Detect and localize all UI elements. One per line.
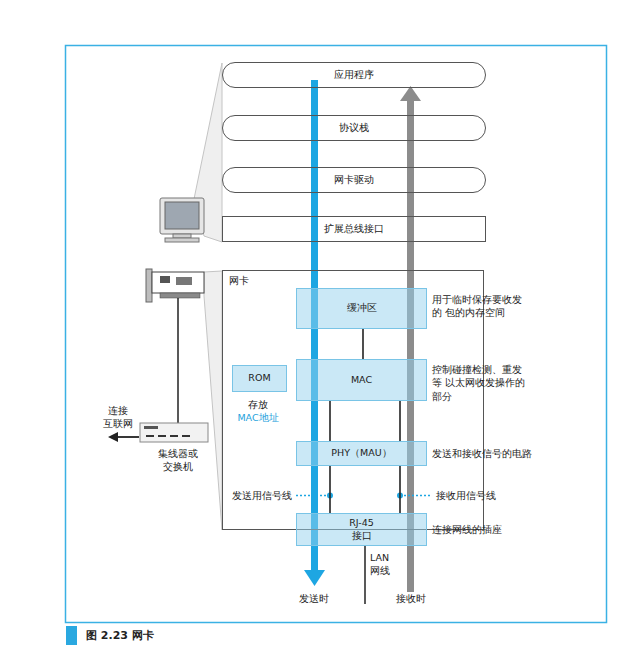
zoom-fan xyxy=(204,271,222,530)
signal-wire xyxy=(399,466,401,513)
hub-label: 集线器或 交换机 xyxy=(157,447,199,474)
card-chip xyxy=(176,277,192,285)
part-note: 连接网线的插座 xyxy=(432,523,502,536)
mac-box: MAC xyxy=(296,359,427,401)
hub-port xyxy=(146,435,154,437)
hub-port xyxy=(182,435,190,437)
internet-arrowhead xyxy=(108,432,118,442)
signal-label: 接收用信号线 xyxy=(436,489,496,502)
leader-line xyxy=(404,495,432,496)
node-text: 网卡 xyxy=(229,275,249,287)
receive-arrowhead xyxy=(400,86,421,101)
card-edge xyxy=(160,293,200,298)
bus-box: 扩展总线接口 xyxy=(222,216,486,242)
phy-box: PHY（MAU） xyxy=(296,441,427,466)
rom-note: 存放 xyxy=(248,398,268,411)
buffer-box: 缓冲区 xyxy=(296,288,427,329)
hub-port xyxy=(170,435,178,437)
monitor-stand xyxy=(173,234,191,238)
send-arrowhead xyxy=(304,570,325,586)
direction-label: 发送时 xyxy=(299,592,329,605)
lan-cable xyxy=(364,545,366,604)
card-board xyxy=(152,272,204,293)
node-text: 缓冲区 xyxy=(347,302,377,314)
leader-line xyxy=(296,495,326,496)
layer-box: 协议栈 xyxy=(222,115,486,141)
layer-box: 网卡驱动 xyxy=(222,167,486,193)
direction-label: 接收时 xyxy=(396,592,426,605)
signal-wire xyxy=(329,401,331,441)
node-text: ROM xyxy=(248,372,270,384)
signal-wire xyxy=(399,401,401,441)
monitor-screen xyxy=(165,202,199,229)
rom-box: ROM xyxy=(232,365,287,392)
node-text: 协议栈 xyxy=(339,122,369,134)
layer-box: 应用程序 xyxy=(222,62,486,88)
node-text: 网卡驱动 xyxy=(334,174,374,186)
node-text: MAC xyxy=(351,374,372,386)
signal-wire xyxy=(362,329,364,359)
monitor-body xyxy=(160,198,204,234)
figure-frame xyxy=(66,46,607,623)
internet-label: 连接 互联网 xyxy=(102,404,133,431)
node-text: PHY（MAU） xyxy=(331,447,391,459)
part-note: 发送和接收信号的电路 xyxy=(432,447,532,460)
monitor-base xyxy=(165,238,199,242)
hub-port xyxy=(158,435,166,437)
signal-wire xyxy=(329,466,331,513)
node-text: 应用程序 xyxy=(334,69,374,81)
node-text: 扩展总线接口 xyxy=(324,223,384,235)
card-bracket xyxy=(146,269,152,302)
hub-strip xyxy=(144,426,158,429)
hub-body xyxy=(140,423,208,442)
part-note: 控制碰撞检测、重发等 以太网收发操作的部分 xyxy=(432,363,531,403)
part-note: 用于临时保存要收发的 包的内存空间 xyxy=(432,293,531,320)
jack-box: RJ-45 接口 xyxy=(296,513,427,546)
network-cable xyxy=(177,298,179,423)
figure-caption: 图 2.23 网卡 xyxy=(86,628,154,643)
card-chip xyxy=(160,276,170,283)
rom-note: MAC地址 xyxy=(237,411,278,424)
signal-label: 发送用信号线 xyxy=(232,489,292,502)
internet-arrow xyxy=(117,436,139,438)
node-text: RJ-45 接口 xyxy=(343,517,379,542)
cable-label: LAN 网线 xyxy=(370,551,396,578)
caption-tab xyxy=(66,626,77,645)
